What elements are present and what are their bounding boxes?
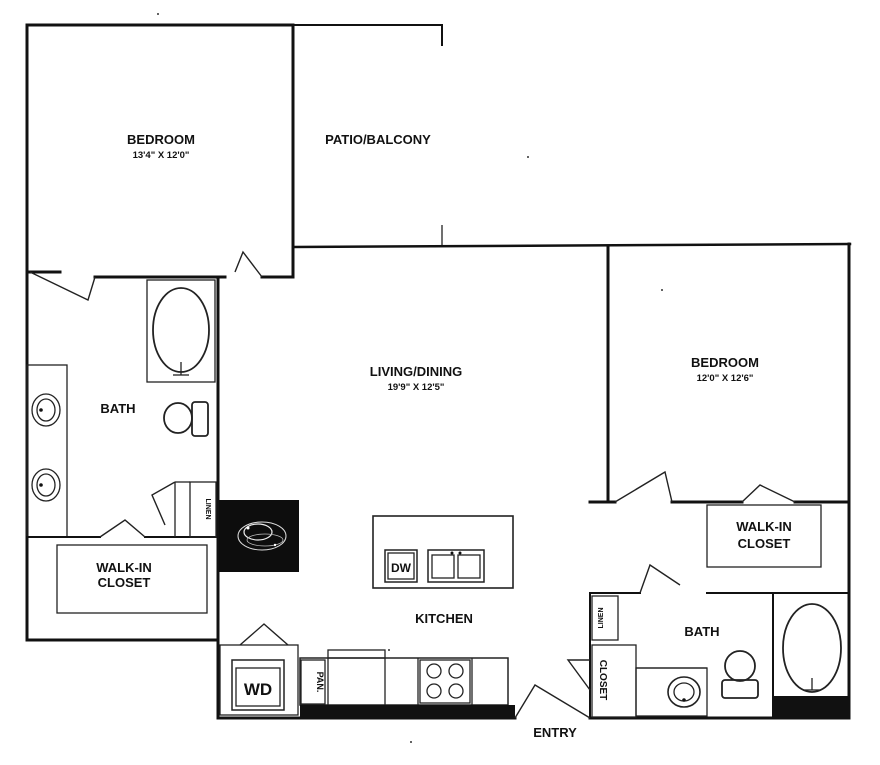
kitchen-sink-icon [427, 549, 485, 583]
bedroom-2-label: BEDROOM [691, 355, 759, 370]
bedroom-1-dims: 13'4" X 12'0" [133, 150, 190, 161]
walk-in-closet-2-line1: WALK-IN [736, 519, 792, 534]
doors [29, 250, 796, 719]
dishwasher: DW [384, 549, 418, 583]
bathtub-icon [152, 287, 210, 376]
toilet-icon [721, 650, 759, 699]
walk-in-closet-2-line2: CLOSET [738, 536, 791, 551]
linen-2-label: LINEN [598, 608, 605, 629]
pantry-label: PAN. [315, 672, 325, 693]
sink-icon [31, 393, 61, 427]
bath-2-label: BATH [684, 624, 719, 639]
washer-dryer-label: WD [244, 680, 272, 699]
living-dining-label: LIVING/DINING [370, 364, 462, 379]
dishwasher-label: DW [391, 561, 412, 575]
kitchen-area [219, 515, 515, 718]
washer-dryer: WD [231, 659, 285, 711]
fireplace-icon [219, 500, 299, 572]
patio-label: PATIO/BALCONY [325, 132, 431, 147]
walk-in-closet-1-line2: CLOSET [98, 575, 151, 590]
bedroom-2-dims: 12'0" X 12'6" [697, 373, 754, 384]
toilet-icon [163, 401, 209, 437]
living-dining-dims: 19'9" X 12'5" [388, 382, 445, 393]
entry-label: ENTRY [533, 725, 577, 740]
left-bath-area [26, 279, 219, 614]
bath-1-label: BATH [100, 401, 135, 416]
walk-in-closet-1-line1: WALK-IN [96, 560, 152, 575]
bedroom-1-label: BEDROOM [127, 132, 195, 147]
pantry: PAN. [300, 659, 326, 705]
stove-icon [419, 659, 471, 704]
closet-label: CLOSET [597, 660, 608, 701]
right-bath-area [589, 504, 850, 719]
sink-icon [667, 676, 701, 708]
sink-icon [31, 468, 61, 502]
bathtub-icon [782, 603, 842, 693]
linen-1-label: LINEN [204, 499, 211, 520]
kitchen-label: KITCHEN [415, 611, 473, 626]
walls [25, 23, 852, 720]
